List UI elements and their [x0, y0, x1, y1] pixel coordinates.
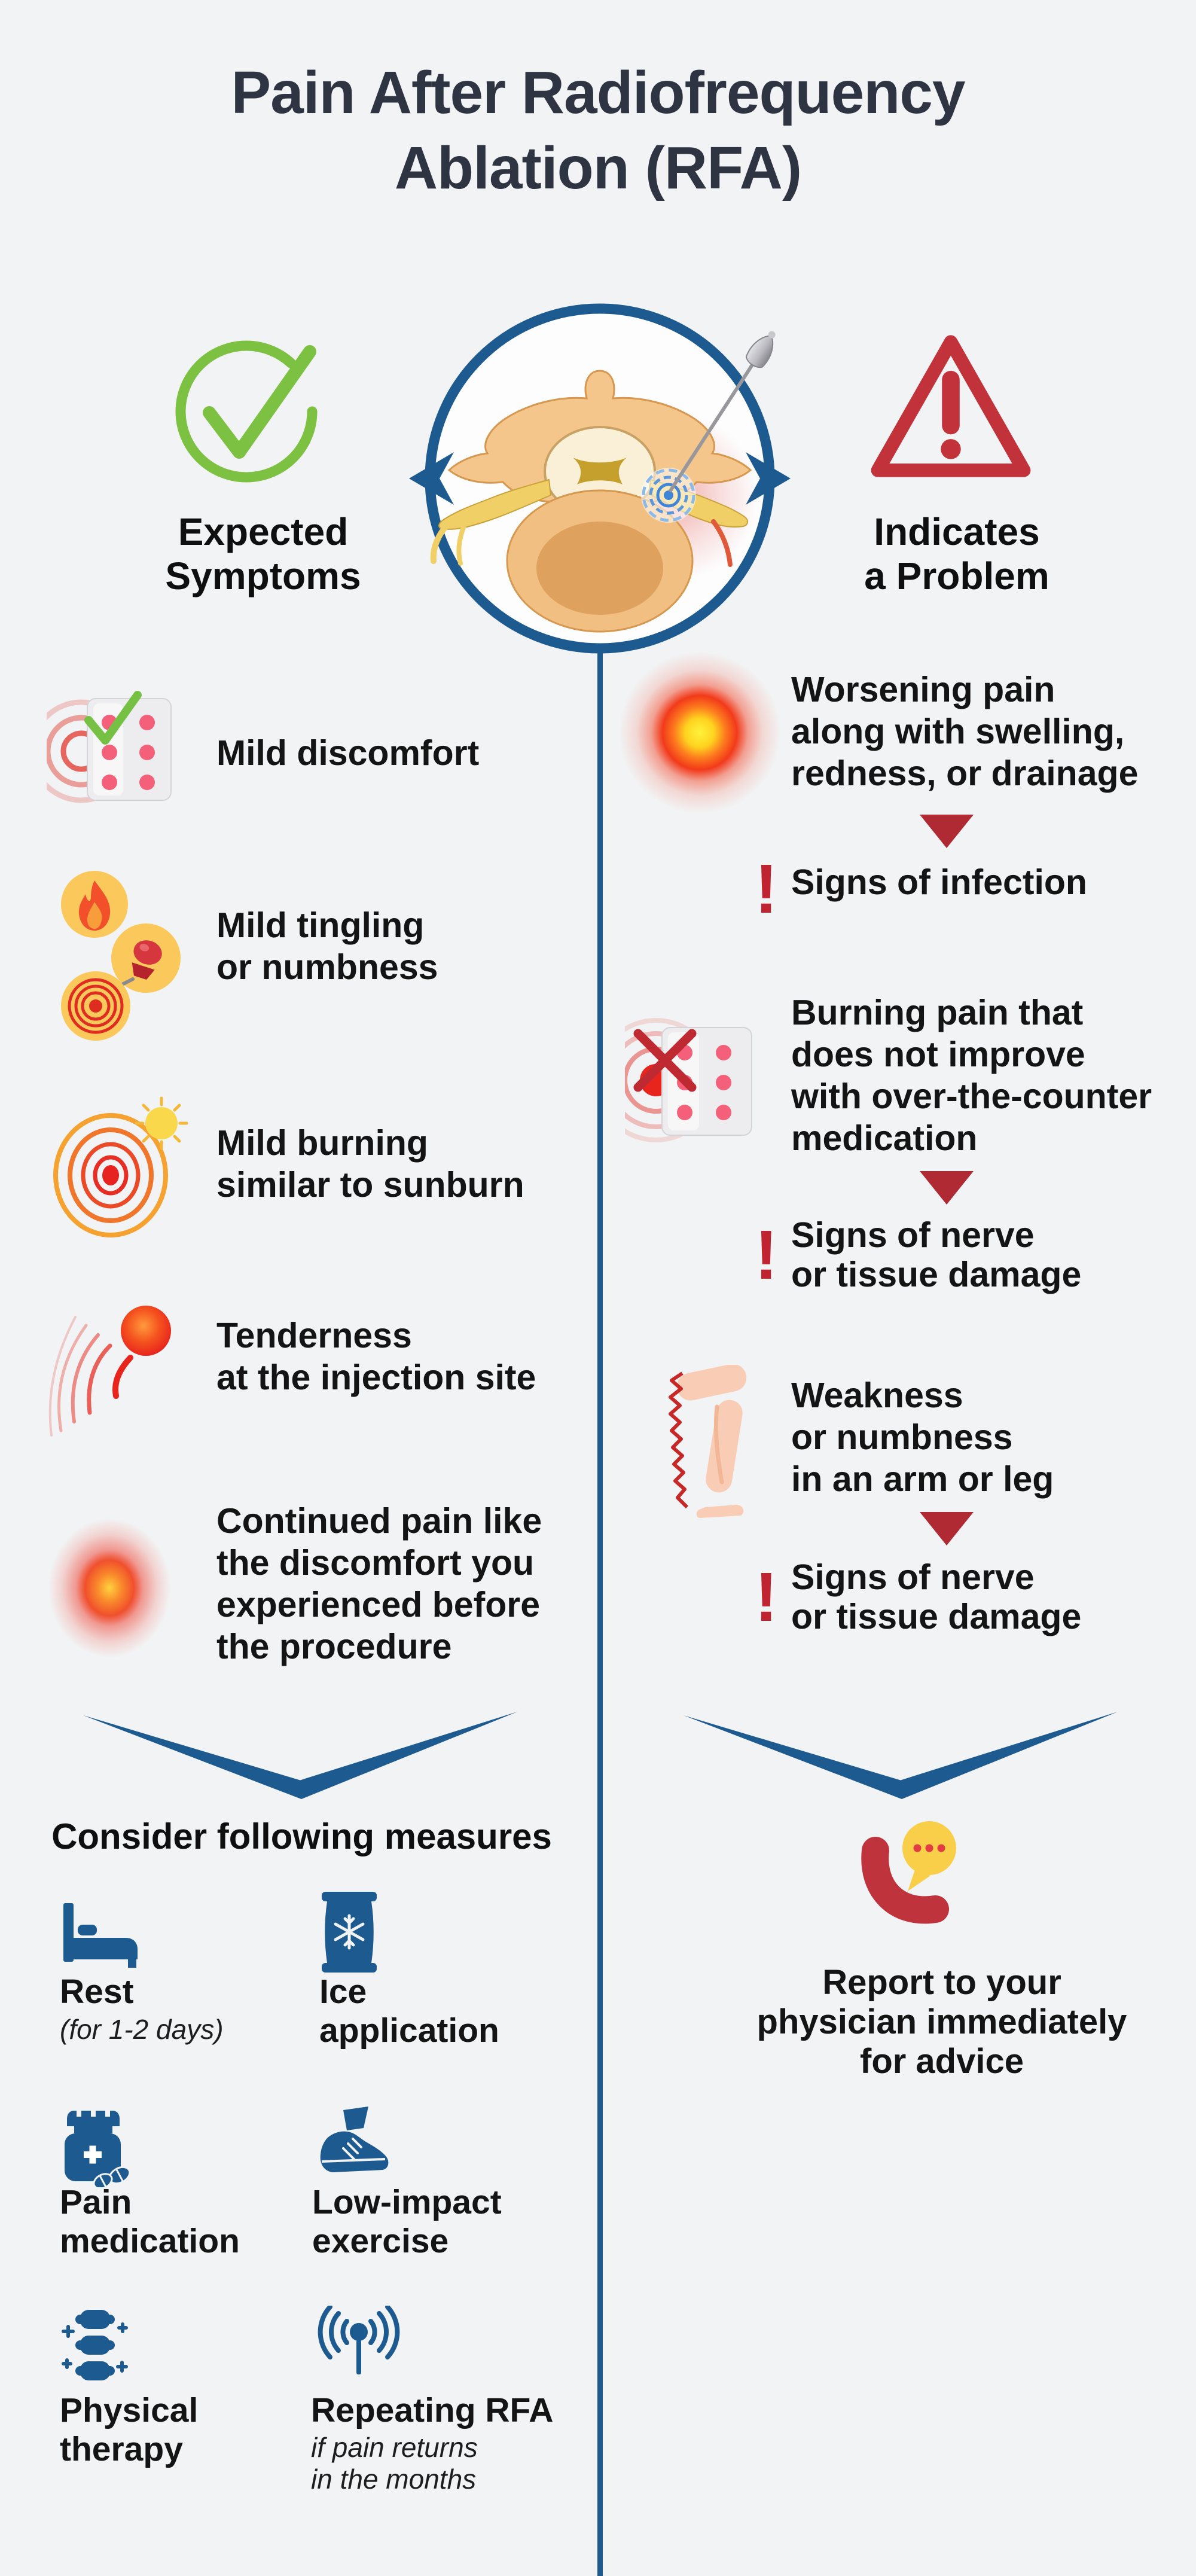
- medication-not-working-icon: [625, 1018, 752, 1142]
- spine-icon: [62, 2310, 128, 2380]
- exclamation-mark: !: [755, 850, 778, 928]
- phone-call-icon: [861, 1821, 956, 1924]
- arrow-down-icon: [920, 1171, 974, 1205]
- continued-pain-icon: [48, 1519, 170, 1657]
- pill-pack-check-icon: [47, 691, 172, 803]
- bed-icon: [63, 1903, 138, 1968]
- measure-repeating-rfa-label: Repeating RFA: [311, 2391, 554, 2429]
- chevron-down-right-icon: [683, 1711, 1118, 1800]
- measure-repeating-rfa-note: if pain returns in the months: [311, 2432, 478, 2495]
- measure-ice-label: Ice application: [319, 1973, 499, 2050]
- measure-physical-therapy-label: Physical therapy: [60, 2391, 199, 2468]
- result-nerve-damage-1: Signs of nerve or tissue damage: [791, 1215, 1082, 1294]
- problem-burning-pain: Burning pain that does not improve with …: [791, 993, 1152, 1158]
- warning-triangle-icon: [871, 335, 1031, 477]
- measure-rest-label: Rest: [60, 1973, 134, 2011]
- exclamation-mark: !: [755, 1216, 778, 1294]
- right-column-header: Indicates a Problem: [864, 510, 1049, 597]
- sneaker-icon: [320, 2106, 389, 2172]
- result-nerve-damage-2: Signs of nerve or tissue damage: [791, 1557, 1082, 1636]
- left-column-header: Expected Symptoms: [165, 510, 361, 597]
- rf-signal-icon: [318, 2306, 400, 2374]
- symptom-burning: Mild burning similar to sunburn: [216, 1123, 524, 1205]
- problem-worsening-pain: Worsening pain along with swelling, redn…: [791, 670, 1139, 793]
- symptom-continued-pain: Continued pain like the discomfort you e…: [216, 1501, 542, 1666]
- ice-pack-icon: [322, 1892, 377, 1973]
- symptom-tenderness: Tenderness at the injection site: [216, 1316, 536, 1397]
- chevron-down-left-icon: [83, 1711, 518, 1800]
- measure-pain-medication-label: Pain medication: [60, 2183, 240, 2260]
- symptom-mild-discomfort: Mild discomfort: [216, 733, 480, 773]
- pill-bottle-icon: [65, 2111, 131, 2187]
- measures-heading: Consider following measures: [51, 1816, 552, 1856]
- problem-weakness: Weakness or numbness in an arm or leg: [791, 1376, 1054, 1499]
- weak-leg-icon: [669, 1365, 747, 1518]
- vertebra-rfa-illustration-icon: [409, 303, 791, 654]
- worsening-pain-glow-icon: [619, 652, 780, 813]
- measure-rest-note: (for 1-2 days): [60, 2014, 224, 2045]
- burning-sunburn-icon: [53, 1096, 188, 1237]
- report-to-physician: Report to your physician immediately for…: [756, 1963, 1127, 2081]
- column-divider: [597, 645, 603, 2576]
- tingling-numbness-icon: [61, 871, 181, 1041]
- arrow-down-icon: [920, 1512, 974, 1545]
- tenderness-icon: [48, 1306, 171, 1437]
- exclamation-mark: !: [755, 1558, 778, 1636]
- result-signs-of-infection: Signs of infection: [791, 862, 1087, 902]
- measure-low-impact-label: Low-impact exercise: [312, 2183, 502, 2260]
- check-circle-icon: [175, 340, 318, 483]
- page-title: Pain After Radiofrequency Ablation (RFA): [231, 59, 965, 202]
- arrow-down-icon: [920, 815, 974, 848]
- symptom-tingling: Mild tingling or numbness: [216, 906, 438, 987]
